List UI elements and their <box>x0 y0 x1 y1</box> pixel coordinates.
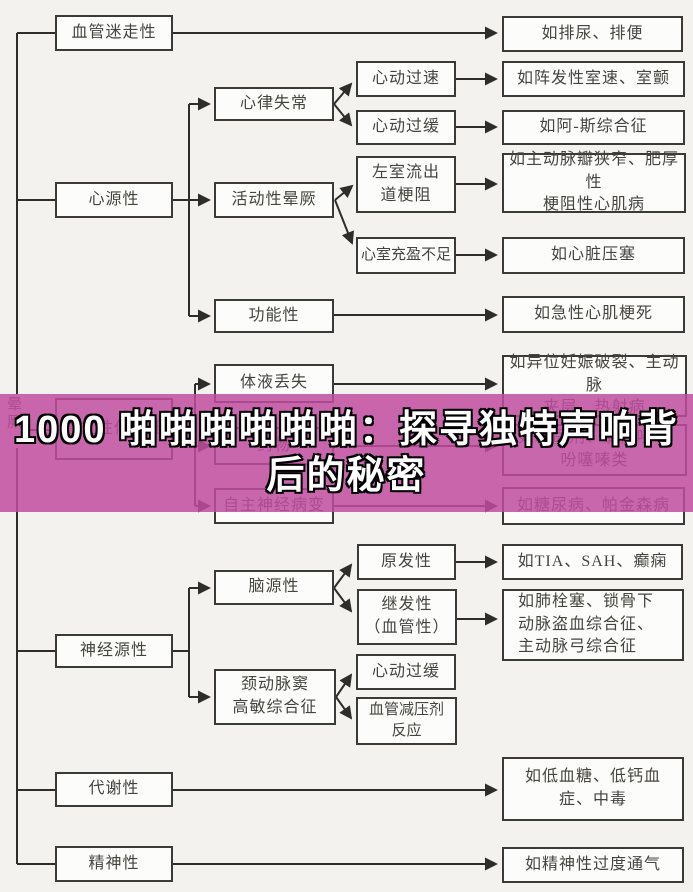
example-metabolic: 如低血糖、低钙血 症、中毒 <box>502 757 684 821</box>
node-cerebral: 脑源性 <box>214 570 334 605</box>
node-bradycardia: 心动过缓 <box>356 110 456 145</box>
node-cardiac: 心源性 <box>55 182 173 218</box>
example-filling: 如心脏压塞 <box>502 237 685 274</box>
banner-title-line1: 1000 啪啪啪啪啪啪：探寻独特声响背 <box>12 407 680 452</box>
node-carotid-bradycardia: 心动过缓 <box>356 654 456 690</box>
example-lvot: 如主动脉瓣狭窄、肥厚性 梗阻性心肌病 <box>502 151 686 213</box>
node-vasodepressor-reaction: 血管减压剂 反应 <box>356 697 457 745</box>
example-secondary: 如肺栓塞、锁骨下 动脉盗血综合征、 主动脉弓综合征 <box>502 589 684 661</box>
node-primary: 原发性 <box>357 544 456 580</box>
example-tachycardia: 如阵发性室速、室颤 <box>502 61 685 97</box>
node-secondary-vascular: 继发性 （血管性） <box>357 589 457 645</box>
node-metabolic: 代谢性 <box>55 772 173 807</box>
example-bradycardia: 如阿-斯综合征 <box>502 110 685 145</box>
node-psychiatric: 精神性 <box>55 846 173 882</box>
node-neurogenic: 神经源性 <box>55 634 173 668</box>
example-primary: 如TIA、SAH、癫痫 <box>502 544 683 580</box>
title-banner-overlay: 1000 啪啪啪啪啪啪：探寻独特声响背 后的秘密 <box>0 394 693 512</box>
example-psychiatric: 如精神性过度通气 <box>502 847 684 883</box>
example-vasovagal: 如排尿、排便 <box>502 16 683 52</box>
node-carotid-sinus-hypersensitivity: 颈动脉窦 高敏综合征 <box>214 669 336 725</box>
banner-title-line2: 后的秘密 <box>265 453 427 498</box>
node-ventricular-filling-deficit: 心室充盈不足 <box>356 237 456 274</box>
node-tachycardia: 心动过速 <box>356 61 456 97</box>
node-exertional-syncope: 活动性晕厥 <box>214 182 334 218</box>
example-functional: 如急性心肌梗死 <box>502 296 685 333</box>
node-functional: 功能性 <box>214 299 334 333</box>
node-lvot-obstruction: 左室流出 道梗阻 <box>356 156 456 213</box>
node-vasovagal: 血管迷走性 <box>55 15 173 51</box>
node-arrhythmia: 心律失常 <box>214 87 334 121</box>
